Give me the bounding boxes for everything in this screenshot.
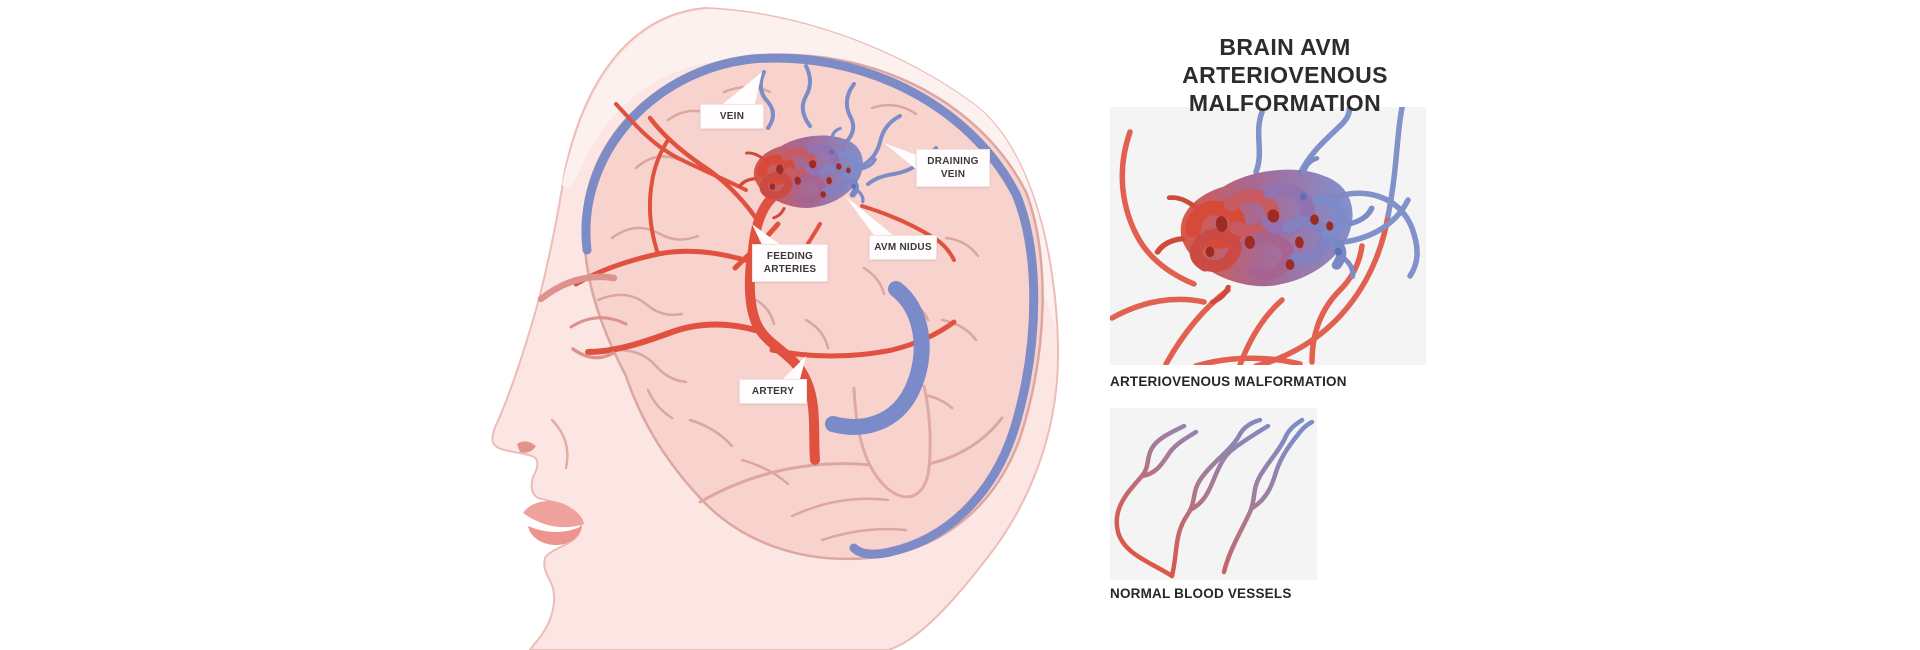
- face-features: [517, 273, 628, 545]
- normal-panel-caption: NORMAL BLOOD VESSELS: [1110, 586, 1292, 601]
- eyelid-crease: [569, 316, 628, 329]
- lower-lip: [528, 526, 582, 545]
- label-artery: ARTERY: [739, 379, 807, 404]
- scalp-band: [562, 9, 1056, 330]
- page-title: BRAIN AVM ARTERIOVENOUS MALFORMATION: [1085, 33, 1485, 117]
- label-draining-vein: DRAINING VEIN: [916, 149, 990, 187]
- avm-panel-veins: [1253, 107, 1420, 279]
- cerebellum: [698, 384, 1004, 542]
- normal-vessels-panel: [1110, 408, 1317, 580]
- feeding-arteries-pointer: [752, 224, 786, 249]
- avm-panel: [1110, 107, 1426, 365]
- normal-panel-background: [1110, 408, 1317, 580]
- label-avm-nidus: AVM NIDUS: [869, 235, 937, 260]
- normal-vessel-tree: [1114, 417, 1315, 579]
- sigmoid-vein-hook: [825, 281, 930, 435]
- sagittal-sinus-vein: [581, 53, 1039, 559]
- title-line-1: BRAIN AVM: [1219, 34, 1351, 60]
- brainstem-lobe: [852, 384, 932, 499]
- avm-nidus-pointer: [845, 196, 898, 239]
- upper-lip: [523, 501, 584, 528]
- head-profile-illustration: [491, 6, 1060, 650]
- label-vein: VEIN: [700, 104, 764, 129]
- title-line-2: ARTERIOVENOUS MALFORMATION: [1182, 62, 1388, 116]
- closed-eye-lash: [571, 347, 615, 360]
- nostril: [517, 441, 536, 453]
- nose-crease: [550, 418, 569, 470]
- avm-panel-caption: ARTERIOVENOUS MALFORMATION: [1110, 374, 1347, 389]
- draining-vein-pointer: [884, 143, 922, 174]
- label-feeding-arteries: FEEDING ARTERIES: [752, 244, 828, 282]
- eyebrow: [537, 273, 618, 303]
- vein-pointer: [718, 72, 762, 108]
- avm-panel-arteries: [1110, 129, 1391, 365]
